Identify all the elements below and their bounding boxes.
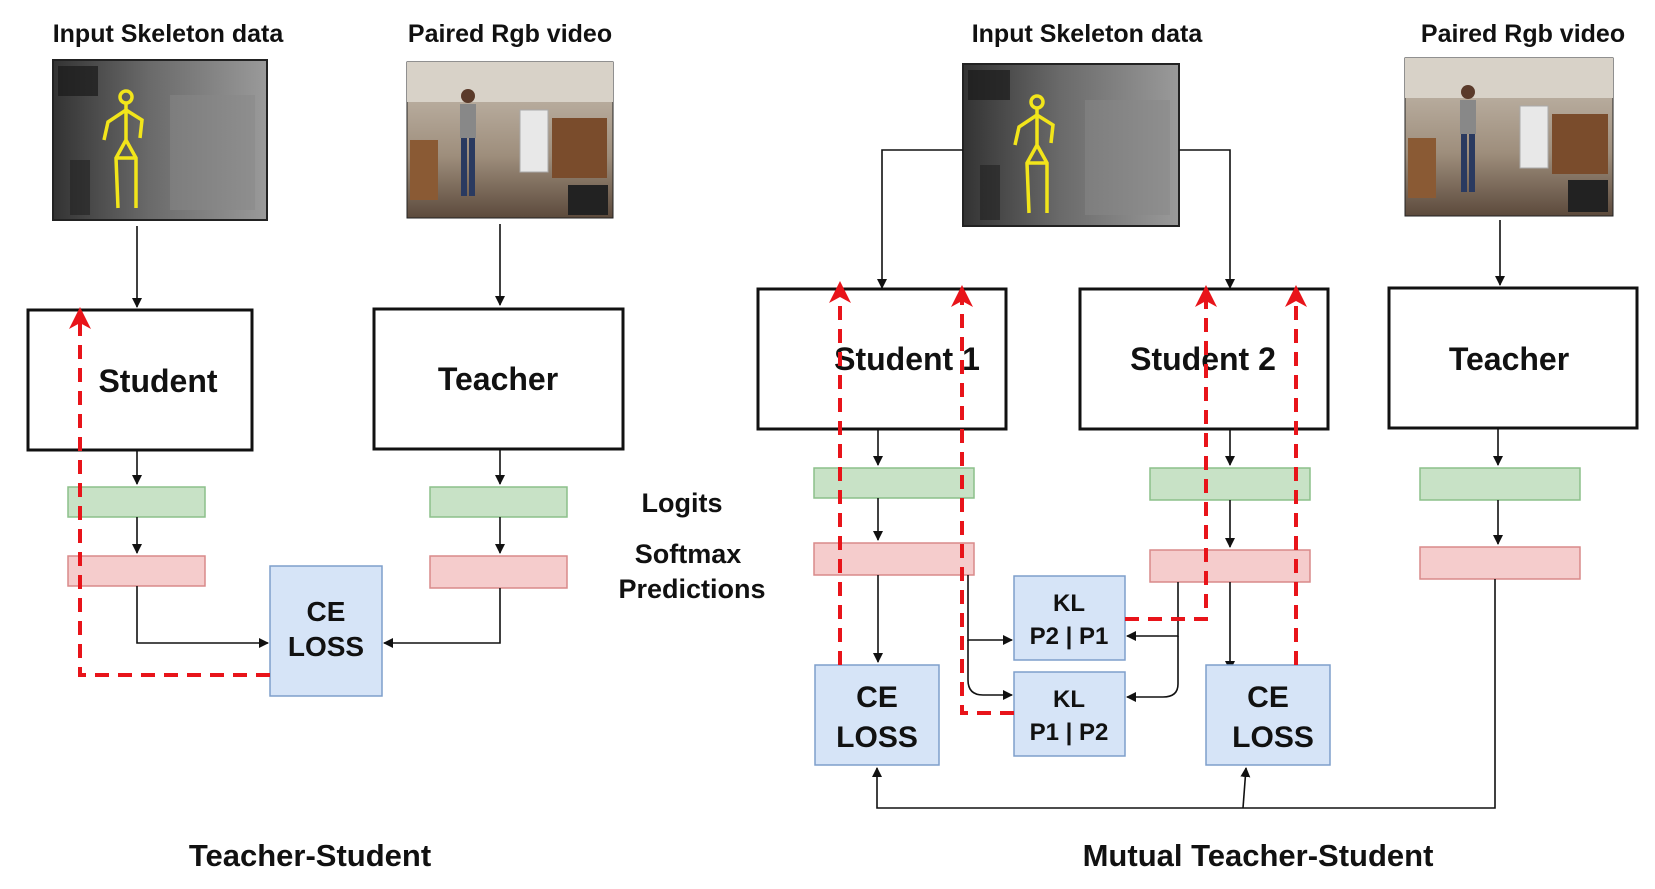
- left-teacher-logits: [429, 486, 568, 518]
- right-teacher-softmax: [1419, 546, 1581, 580]
- left-rgb-image: [406, 61, 614, 219]
- right-teacher-box: [1387, 286, 1639, 430]
- student2-logits: [1149, 467, 1311, 501]
- student1-box: [756, 287, 1008, 431]
- student1-ce-line2: LOSS: [836, 721, 918, 754]
- left-gradient-path: [69, 307, 270, 677]
- right-rgb-image: [1404, 57, 1614, 217]
- left-student-logits: [67, 486, 206, 518]
- legend-logits: Logits: [642, 488, 723, 518]
- left-ce-loss-line1: CE: [307, 596, 346, 627]
- left-ce-loss-box: [269, 565, 383, 697]
- student2-softmax: [1149, 549, 1311, 583]
- left-skeleton-figure: [102, 89, 144, 209]
- student2-label: Student 2: [1130, 341, 1276, 377]
- student1-label: Student 1: [834, 341, 980, 377]
- legend-softmax-line2: Predictions: [618, 574, 765, 604]
- left-skeleton-image: [52, 59, 268, 221]
- left-teacher-label: Teacher: [438, 361, 558, 397]
- left-rgb-caption: Paired Rgb video: [408, 20, 612, 48]
- left-student-label: Student: [98, 363, 217, 399]
- student1-ce-line1: CE: [856, 681, 898, 714]
- right-rgb-caption: Paired Rgb video: [1421, 20, 1625, 48]
- kl1-line1: KL: [1053, 590, 1085, 617]
- right-teacher-logits: [1419, 467, 1581, 501]
- left-teacher-box: [372, 307, 625, 451]
- left-student-box: [26, 308, 254, 452]
- student2-box: [1078, 287, 1330, 431]
- kl2-line1: KL: [1053, 686, 1085, 713]
- left-skeleton-caption: Input Skeleton data: [53, 20, 285, 48]
- left-teacher-softmax: [429, 555, 568, 589]
- right-footer: Mutual Teacher-Student: [1083, 838, 1434, 873]
- student2-ce-loss-box: [1205, 664, 1331, 766]
- kl-p1-p2-box: [1013, 671, 1126, 757]
- right-skeleton-image: [962, 63, 1180, 227]
- kl-p2-p1-box: [1013, 575, 1126, 661]
- kl2-line2: P1 | P2: [1030, 719, 1109, 746]
- student2-kl-gradient: [1125, 285, 1217, 621]
- student2-ce-line2: LOSS: [1232, 721, 1314, 754]
- student1-kl-gradient: [951, 285, 1014, 715]
- left-footer: Teacher-Student: [189, 838, 431, 873]
- student1-ce-loss-box: [814, 664, 940, 766]
- left-ce-loss-line2: LOSS: [288, 631, 364, 662]
- right-teacher-label: Teacher: [1449, 341, 1569, 377]
- student2-ce-line1: CE: [1247, 681, 1289, 714]
- left-student-softmax: [67, 555, 206, 587]
- legend-softmax-line1: Softmax: [635, 539, 742, 569]
- right-skeleton-caption: Input Skeleton data: [972, 20, 1204, 48]
- kl1-line2: P2 | P1: [1030, 623, 1109, 650]
